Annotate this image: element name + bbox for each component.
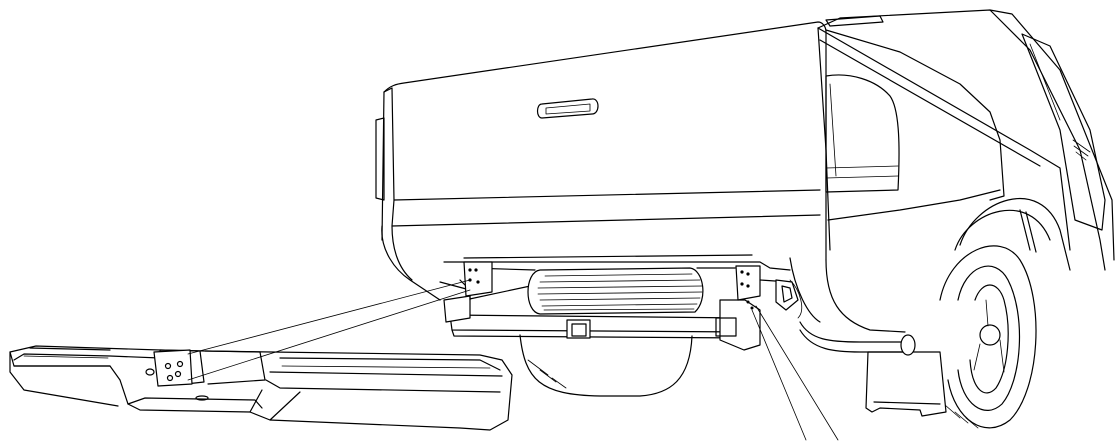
bumper-mounting-bracket-right bbox=[735, 265, 803, 319]
tail-light bbox=[825, 29, 1005, 201]
rear-wheel bbox=[939, 245, 1037, 429]
exhaust-pipe bbox=[799, 321, 916, 356]
leader-lines bbox=[187, 279, 839, 441]
truck-body-side bbox=[817, 9, 1115, 271]
rear-step-bumper bbox=[9, 345, 513, 431]
spare-tire bbox=[519, 267, 704, 397]
bumper-mounting-bracket-left bbox=[463, 261, 493, 297]
tailgate-handle bbox=[536, 98, 599, 119]
trailer-hitch-receiver bbox=[443, 279, 761, 351]
tailgate bbox=[375, 21, 827, 301]
mud-flap bbox=[865, 351, 947, 417]
